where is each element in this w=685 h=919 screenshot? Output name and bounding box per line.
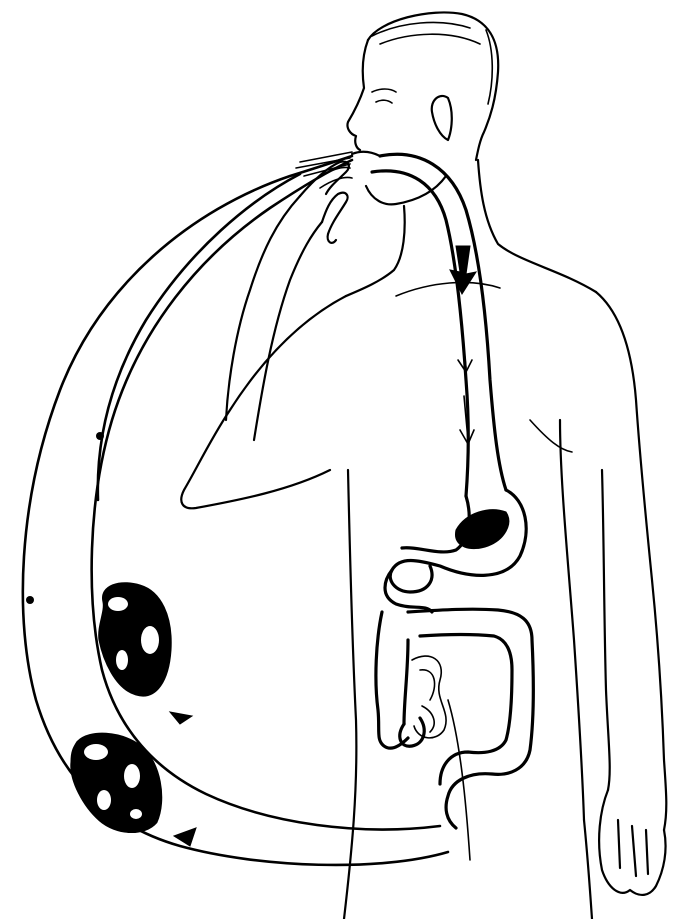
left-upper-arm-outer (181, 296, 346, 508)
torso-right (560, 420, 584, 820)
flow-arrow-esophagus-2 (458, 330, 472, 372)
organ-highlight (130, 809, 142, 819)
organ-highlight (84, 744, 108, 760)
hip-left (344, 470, 356, 919)
loop-arrow-lower (174, 828, 196, 846)
pec-line (530, 420, 572, 452)
organ-highlight (141, 626, 159, 654)
loop-inner-arc (92, 160, 440, 829)
right-arm (596, 292, 666, 830)
digestive-tract (352, 152, 533, 828)
organ-highlight (116, 650, 128, 670)
jaw (366, 176, 446, 204)
eye (376, 100, 392, 103)
stomach-contents (455, 510, 508, 549)
loop-arrow-upper (170, 712, 192, 724)
hip-right (584, 820, 592, 919)
loop-mid-arc (98, 174, 300, 500)
neck-back (478, 160, 596, 292)
hair-detail (372, 22, 492, 104)
mouth (352, 152, 380, 156)
chest-line (396, 282, 500, 296)
human-figure (181, 12, 666, 919)
organ-highlight (108, 597, 128, 611)
neck-front (346, 206, 405, 296)
face-profile (347, 40, 368, 150)
left-forearm-inner (254, 222, 322, 440)
organ-highlight (97, 790, 111, 810)
esophagus-outer (380, 154, 506, 490)
right-inner-arm (602, 470, 610, 790)
organ-highlight (124, 764, 140, 788)
esophagus-inner (372, 171, 468, 496)
loop-marker (96, 432, 104, 440)
right-hand (599, 790, 665, 895)
eyebrow (372, 89, 396, 92)
ear (432, 96, 452, 140)
recycling-loop (23, 152, 448, 865)
loop-marker (26, 596, 34, 604)
colon-contents (412, 656, 446, 738)
